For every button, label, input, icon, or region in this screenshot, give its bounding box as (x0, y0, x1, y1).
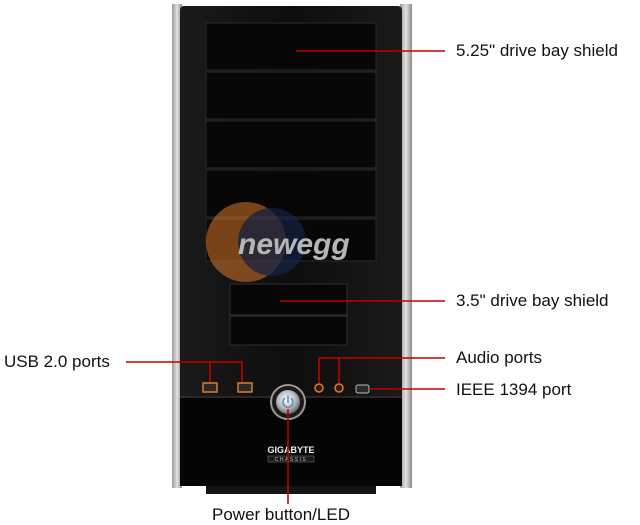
audio-port-1 (314, 383, 324, 393)
drive-bay-1 (205, 22, 377, 71)
callout-drive-525: 5.25" drive bay shield (456, 41, 618, 60)
watermark: newegg (206, 202, 350, 282)
drive-bay-2 (205, 71, 377, 120)
leader-line-audio (318, 357, 445, 383)
drive-bay-35-1 (229, 283, 348, 316)
case-side-right (400, 4, 412, 488)
callout-audio: Audio ports (456, 348, 542, 367)
case-base (206, 484, 376, 494)
usb-port-1 (202, 382, 218, 393)
leader-lines (126, 50, 445, 504)
ieee1394-port (355, 384, 370, 394)
callout-ieee: IEEE 1394 port (456, 380, 572, 399)
drive-bay-3 (205, 120, 377, 169)
brand-logo-subtext: CHASSIS (275, 457, 307, 463)
brand-logo-text: GIGABYTE (267, 445, 314, 455)
callout-drive-35: 3.5" drive bay shield (456, 291, 609, 310)
power-button (270, 384, 306, 420)
watermark-text: newegg (238, 228, 350, 261)
audio-port-2 (334, 383, 344, 393)
drive-bays-35 (229, 283, 348, 346)
power-icon (282, 395, 294, 408)
usb-port-2 (237, 382, 253, 393)
case-side-left (172, 4, 182, 488)
callout-power: Power button/LED (212, 505, 350, 524)
drive-bay-35-2 (229, 315, 348, 346)
callout-usb: USB 2.0 ports (4, 352, 110, 371)
audio-ports (314, 383, 344, 393)
usb-ports (202, 382, 253, 393)
leader-line-usb (126, 361, 243, 382)
brand-logo: GIGABYTE CHASSIS (267, 445, 314, 463)
